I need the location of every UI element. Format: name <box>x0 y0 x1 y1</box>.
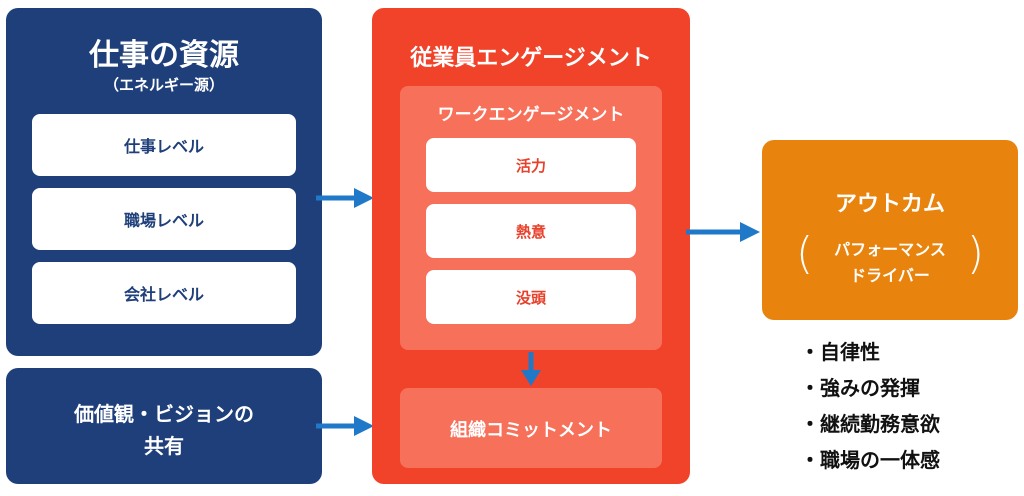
dedication-card: 熱意 <box>426 204 636 258</box>
work-engagement-title: ワークエンゲージメント <box>437 105 625 125</box>
outcome-box: アウトカム ( ) パフォーマンス ドライバー <box>762 140 1018 320</box>
job-resources-title: 仕事の資源 <box>89 38 239 73</box>
outcome-bullet-autonomy: ・自律性 <box>800 340 880 364</box>
organizational-commitment-label: 組織コミットメント <box>450 420 612 441</box>
job-resources-box: 仕事の資源 （エネルギー源） 仕事レベル 職場レベル 会社レベル <box>6 8 322 356</box>
outcome-bullet-strengths: ・強みの発揮 <box>800 376 920 400</box>
company-level-card: 会社レベル <box>32 262 296 324</box>
arrow-engagement-to-outcome <box>686 222 760 242</box>
work-engagement-box: ワークエンゲージメント 活力 熱意 没頭 <box>400 86 662 350</box>
outcome-paren-left: ( <box>796 228 814 279</box>
outcome-bullet-unity: ・職場の一体感 <box>800 448 940 472</box>
job-resources-subtitle: （エネルギー源） <box>103 76 224 94</box>
outcome-sub-line2: ドライバー <box>850 266 930 285</box>
outcome-title: アウトカム <box>834 192 945 217</box>
absorption-card: 没頭 <box>426 270 636 324</box>
job-level-card: 仕事レベル <box>32 114 296 176</box>
employee-engagement-box: 従業員エンゲージメント ワークエンゲージメント 活力 熱意 没頭 組織コミットメ… <box>372 8 690 484</box>
outcome-bullet-retention: ・継続勤務意欲 <box>800 412 940 436</box>
outcome-paren-right: ) <box>966 228 984 279</box>
employee-engagement-title: 従業員エンゲージメント <box>410 46 652 71</box>
outcome-sub-line1: パフォーマンス <box>834 240 946 259</box>
arrow-work-to-commitment <box>521 352 541 386</box>
shared-values-line1: 価値観・ビジョンの <box>74 402 254 426</box>
vigor-card: 活力 <box>426 138 636 192</box>
workplace-level-card: 職場レベル <box>32 188 296 250</box>
organizational-commitment-box: 組織コミットメント <box>400 388 662 468</box>
arrow-resources-to-engagement <box>316 188 374 208</box>
shared-values-line2: 共有 <box>144 434 184 458</box>
shared-values-box: 価値観・ビジョンの 共有 <box>6 368 322 484</box>
arrow-values-to-engagement <box>316 416 374 436</box>
